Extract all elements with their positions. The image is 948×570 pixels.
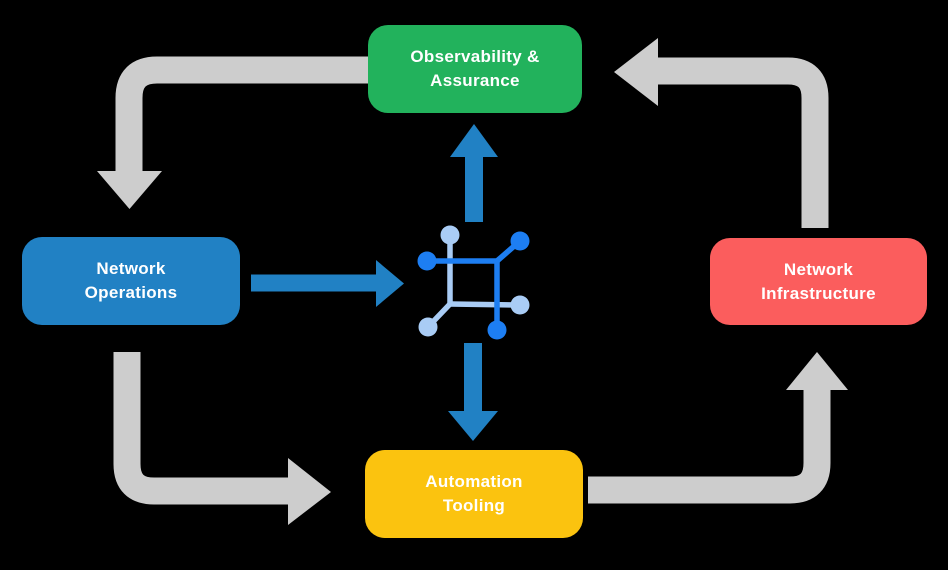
arrowhead-left-icon [614,38,658,106]
arrow-center-to-automation [448,343,498,441]
node-label-line2: Assurance [430,71,520,90]
node-observability-assurance: Observability & Assurance [368,25,582,113]
arrow-automation-to-infrastructure [588,352,848,504]
node-label-line1: Network [96,259,166,278]
arrow-operations-to-center [251,260,404,307]
node-label-line2: Operations [84,283,178,302]
arrow-operations-to-automation [113,352,331,525]
node-automation-tooling: Automation Tooling [365,450,583,538]
icon-light-branches [418,225,530,337]
node-network-operations: Network Operations [22,237,240,325]
arrow-center-to-observability [450,124,498,222]
arrowhead-right-icon [376,260,404,307]
node-label-line1: Automation [425,472,523,491]
arrowhead-up-icon [786,352,848,390]
node-label-line1: Network [783,259,854,279]
network-automation-icon [417,225,530,340]
node-label-line2: Infrastructure [761,283,876,303]
arrowhead-right-icon [288,458,331,525]
arrowhead-up-icon [450,124,498,157]
node-label-line1: Observability & [410,47,540,66]
node-label-line2: Tooling [442,496,506,515]
node-network-infrastructure: Network Infrastructure [710,238,927,325]
arrow-infrastructure-to-observability [614,38,829,228]
arrowhead-down-icon [97,171,162,209]
icon-dark-branches [417,231,530,340]
arrowhead-down-icon [448,411,498,441]
arrow-observability-to-operations [97,56,372,209]
